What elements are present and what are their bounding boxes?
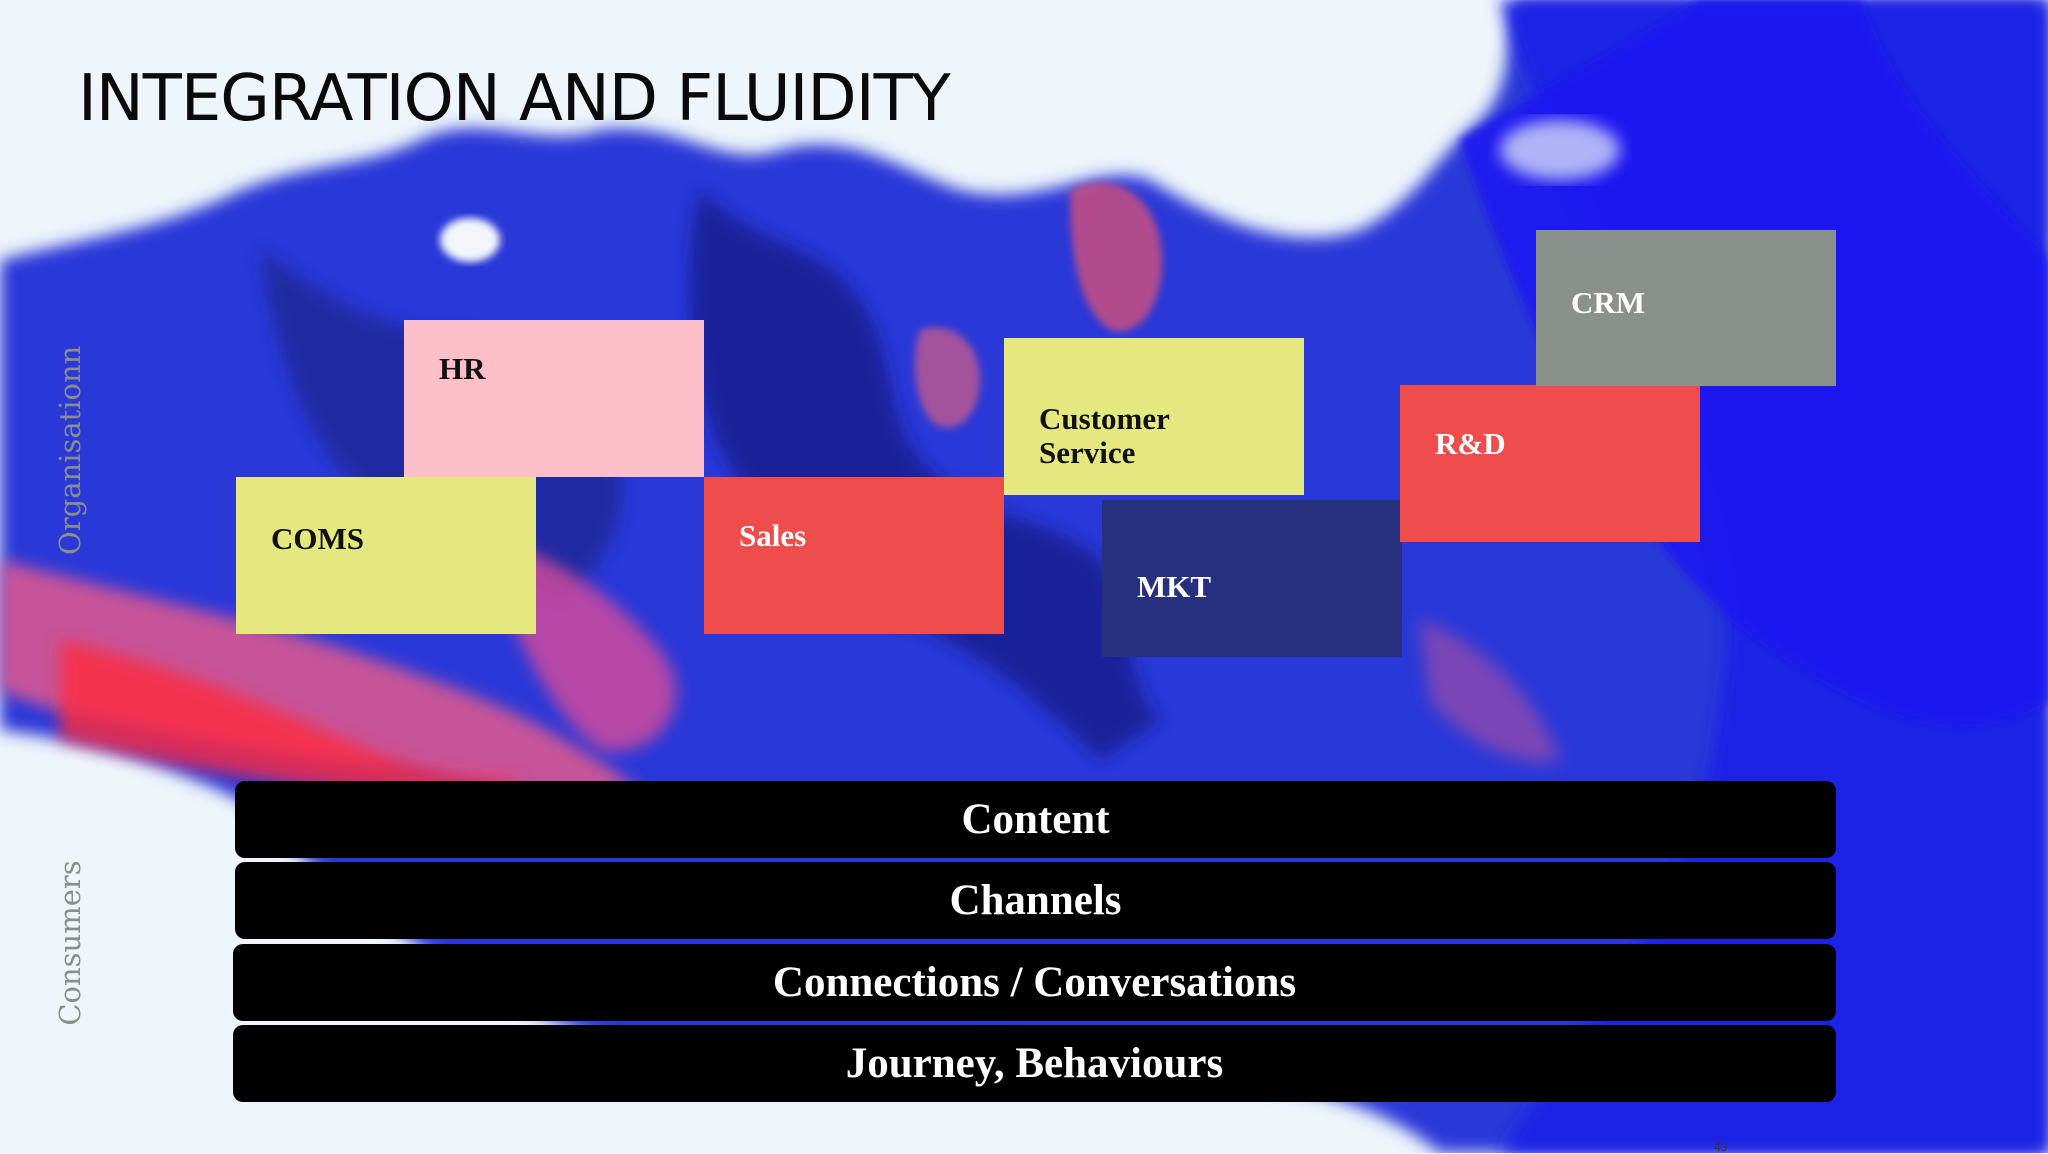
department-box-sales: Sales [704, 477, 1004, 634]
department-box-customer-service: Customer Service [1004, 338, 1304, 495]
department-box-coms: COMS [236, 477, 536, 634]
department-label: R&D [1435, 426, 1506, 461]
department-label: COMS [271, 521, 364, 556]
organisation-axis-label: Organisationn [53, 345, 87, 555]
department-label: CRM [1571, 285, 1646, 320]
department-box-hr: HR [404, 320, 704, 477]
department-label: MKT [1137, 569, 1212, 604]
consumer-layer-content: Content [235, 781, 1836, 858]
consumers-axis-label: Consumers [53, 860, 87, 1026]
consumer-layer-channels: Channels [235, 862, 1836, 939]
consumer-layer-journey: Journey, Behaviours [233, 1025, 1836, 1102]
page-number: 43 [1714, 1140, 1728, 1154]
slide-title: INTEGRATION AND FLUIDITY [78, 62, 951, 136]
consumer-layer-connections: Connections / Conversations [233, 944, 1836, 1021]
department-label: Sales [739, 518, 807, 553]
department-label: HR [439, 351, 486, 386]
department-box-mkt: MKT [1102, 500, 1402, 657]
department-label: Customer Service [1039, 401, 1170, 470]
department-box-rnd: R&D [1400, 385, 1700, 542]
department-box-crm: CRM [1536, 230, 1836, 386]
